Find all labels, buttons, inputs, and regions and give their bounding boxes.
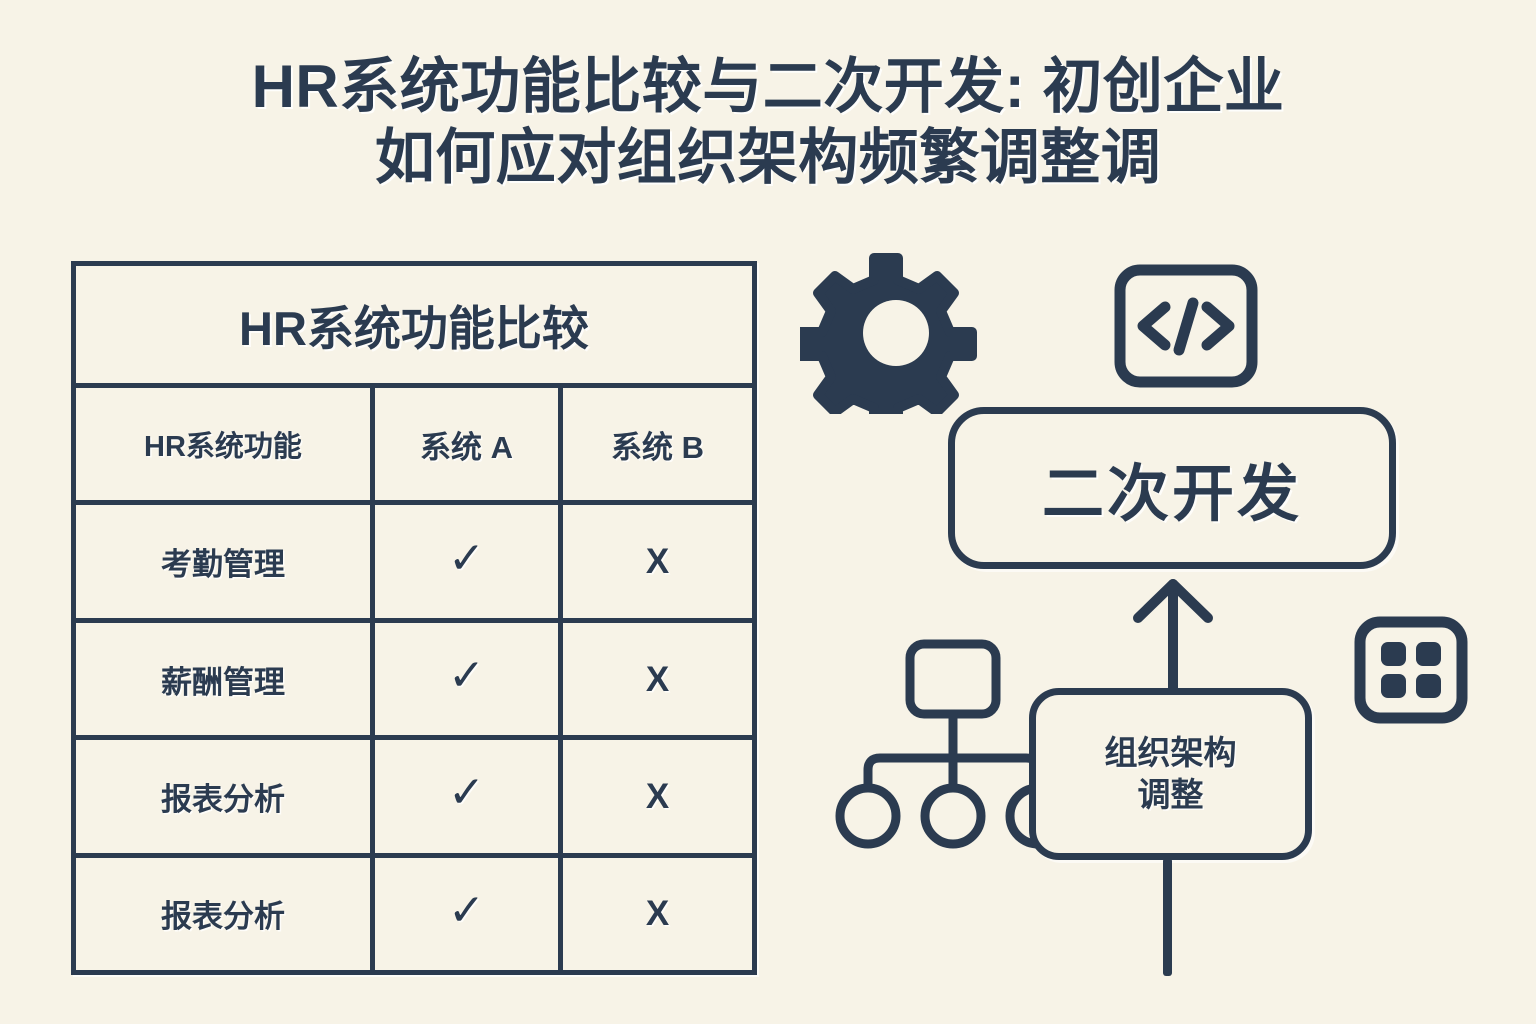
gear-icon <box>795 252 992 435</box>
cell-system-b: X <box>563 740 752 852</box>
cell-system-b: X <box>563 858 752 970</box>
cell-feature: 报表分析 <box>76 740 375 853</box>
grid-modules-icon <box>1353 615 1469 730</box>
secondary-development-box: 二次开发 <box>948 407 1396 569</box>
page-title-line-2: 如何应对组织架构频繁调整调 <box>374 123 1162 191</box>
cell-feature: 薪酬管理 <box>76 622 375 736</box>
cell-feature: 考勤管理 <box>76 505 375 618</box>
arrow-up-icon <box>1118 572 1228 705</box>
page-title: HR系统功能比较与二次开发: 初创企业 如何应对组织架构频繁调整调 <box>0 52 1536 194</box>
table-row: 薪酬管理 ✓ X <box>76 622 752 741</box>
table-header-row: HR系统功能 系统 A 系统 B <box>76 388 752 506</box>
cell-system-a: ✓ <box>375 857 563 971</box>
org-structure-adjustment-box: 组织架构 调整 <box>1029 688 1312 860</box>
check-icon: ✓ <box>448 885 485 935</box>
column-header-system-b: 系统 B <box>611 429 704 465</box>
code-brackets-icon <box>1113 263 1259 394</box>
cell-system-a: ✓ <box>375 740 563 853</box>
check-icon: ✓ <box>448 533 485 583</box>
comparison-table: HR系统功能比较 HR系统功能 系统 A 系统 B 考勤管理 ✓ X 薪酬管理 … <box>71 261 757 975</box>
org-box-connector-stem <box>1163 858 1172 976</box>
org-adjust-label-line-1: 组织架构 <box>1104 733 1237 771</box>
column-header-feature: HR系统功能 <box>76 388 375 501</box>
table-row: 报表分析 ✓ X <box>76 740 752 858</box>
table-row: 报表分析 ✓ X <box>76 857 752 971</box>
cell-system-b: X <box>563 623 752 735</box>
cell-system-a: ✓ <box>375 622 563 736</box>
cross-icon: X <box>645 542 670 582</box>
cell-feature: 报表分析 <box>76 857 375 971</box>
cross-icon: X <box>645 776 670 816</box>
table-row: 考勤管理 ✓ X <box>76 505 752 623</box>
cross-icon: X <box>645 894 670 934</box>
check-icon: ✓ <box>448 651 485 701</box>
page-title-line-1: HR系统功能比较与二次开发: 初创企业 <box>251 53 1285 120</box>
table-caption: HR系统功能比较 <box>76 266 752 388</box>
org-adjust-label-line-2: 调整 <box>1137 776 1204 813</box>
secondary-development-label: 二次开发 <box>1041 460 1302 529</box>
cross-icon: X <box>645 659 670 699</box>
cell-system-a: ✓ <box>375 505 563 618</box>
check-icon: ✓ <box>448 768 485 818</box>
org-chart-icon <box>820 630 1071 855</box>
column-header-system-a: 系统 A <box>375 388 563 501</box>
cell-system-b: X <box>563 505 752 617</box>
